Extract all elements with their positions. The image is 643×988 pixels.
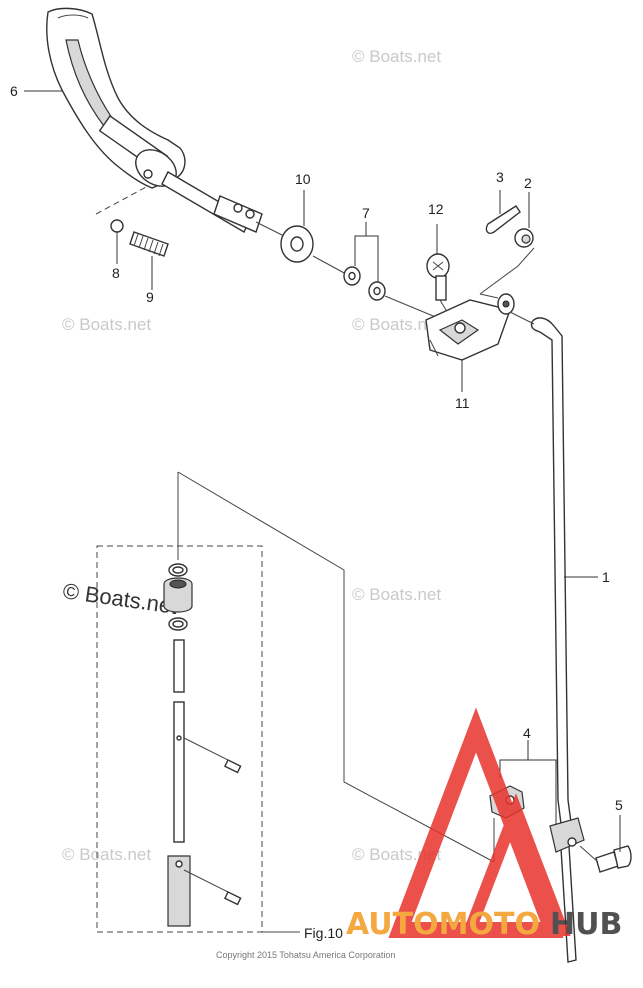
- callouts: 6 10 7 12 3 2 8 9 11 1 4 5 Fig.10: [10, 83, 623, 941]
- logo-text-automoto: AUTOMOTO: [346, 907, 540, 942]
- watermarks: © Boats.net © Boats.net © Boats.net © Bo…: [61, 47, 441, 864]
- fig10-group: [96, 471, 495, 933]
- shift-shaft: [161, 171, 301, 245]
- callout-1: 1: [602, 569, 610, 585]
- bracket-part-11: [425, 293, 515, 361]
- callout-5: 5: [615, 797, 623, 813]
- callout-4: 4: [523, 725, 531, 741]
- callout-8: 8: [112, 265, 120, 281]
- copyright-text: Copyright 2015 Tohatsu America Corporati…: [216, 950, 395, 960]
- watermark-2: © Boats.net: [62, 315, 151, 334]
- watermark-5: © Boats.net: [62, 845, 151, 864]
- clip-part-3: [485, 205, 521, 234]
- logo-triangle-inner: [461, 793, 571, 936]
- callout-7: 7: [362, 205, 370, 221]
- washer-part-2: [514, 228, 534, 248]
- spring-part-9: [129, 231, 169, 257]
- ball-part-8: [110, 219, 124, 233]
- washers-part-7: [343, 222, 439, 319]
- bolt-part-5: [579, 845, 632, 873]
- watermark-1: © Boats.net: [352, 47, 441, 66]
- callout-12: 12: [428, 201, 444, 217]
- bolt-part-12: [426, 253, 453, 321]
- callout-10: 10: [295, 171, 311, 187]
- callout-11: 11: [455, 395, 470, 411]
- automotohub-logo: AUTOMOTO HUB: [346, 707, 622, 942]
- logo-text-hub: HUB: [550, 907, 622, 942]
- watermark-4: © Boats.net: [352, 585, 441, 604]
- watermark-dark: © Boats.net: [61, 578, 179, 619]
- shift-lever-part-6: [46, 7, 186, 189]
- leader-lines: [24, 90, 621, 852]
- callout-6: 6: [10, 83, 18, 99]
- callout-3: 3: [496, 169, 504, 185]
- callout-9: 9: [146, 289, 154, 305]
- watermark-3: © Boats.net: [352, 315, 441, 334]
- washer-part-10: [280, 225, 314, 263]
- figure-reference: Fig.10: [304, 925, 343, 941]
- callout-2: 2: [524, 175, 532, 191]
